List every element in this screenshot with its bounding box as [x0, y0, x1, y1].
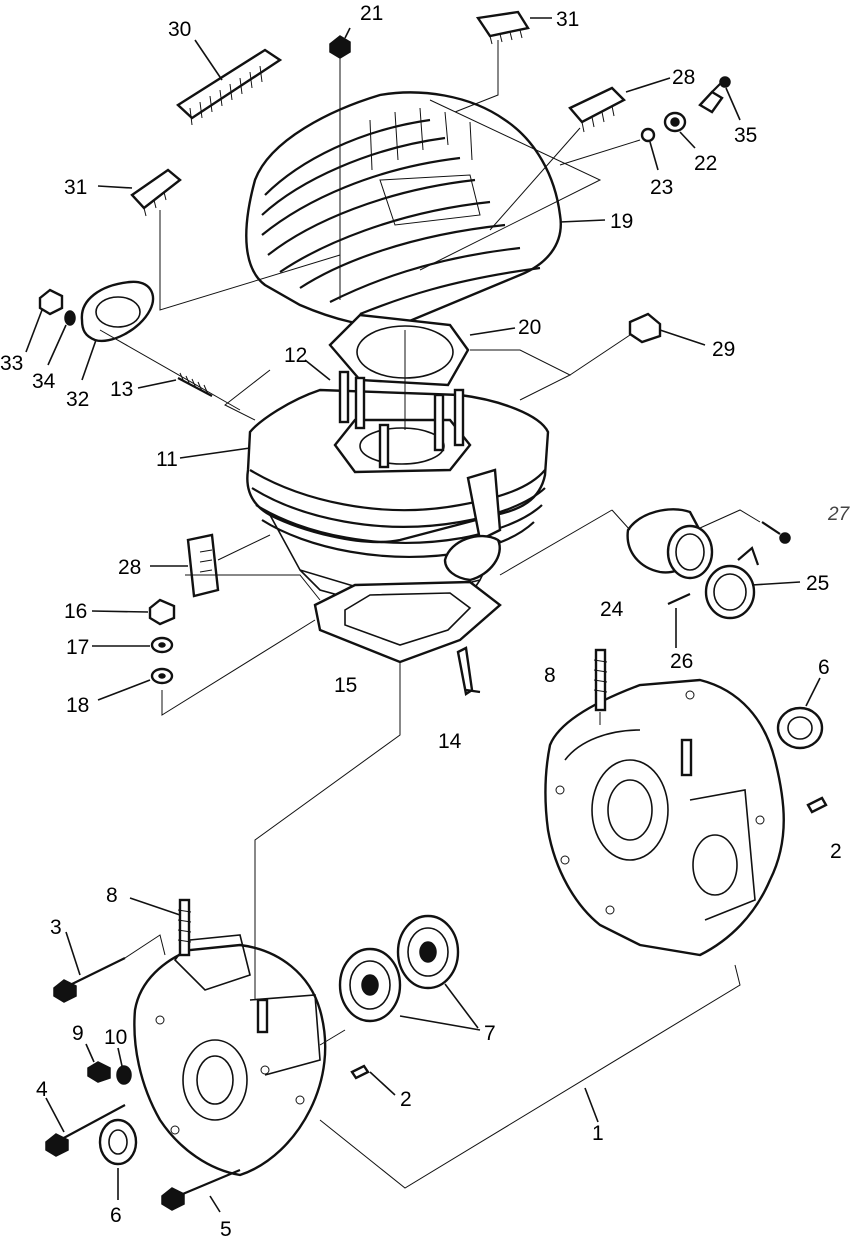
exhaust-flange-32 — [80, 280, 155, 343]
leader-lines — [25, 17, 821, 1213]
callout-2-right: 2 — [830, 840, 842, 863]
oil-seal-6-right — [776, 706, 824, 750]
callout-25: 25 — [806, 572, 829, 595]
nut-16 — [148, 598, 176, 626]
callout-12: 12 — [284, 344, 307, 367]
stud-26 — [667, 592, 691, 606]
bolt-3 — [53, 957, 126, 1003]
nut-33 — [38, 288, 64, 316]
callout-1: 1 — [592, 1122, 604, 1145]
callout-32: 32 — [66, 388, 89, 411]
callout-11: 11 — [156, 448, 178, 471]
washer-22 — [663, 111, 687, 133]
intake-manifold — [626, 508, 714, 580]
cooling-cover-31-top — [475, 10, 530, 45]
callout-13: 13 — [110, 378, 133, 401]
callout-7: 7 — [484, 1022, 496, 1045]
callout-9: 9 — [72, 1022, 84, 1045]
callout-27: 27 — [827, 504, 851, 525]
callout-16: 16 — [64, 600, 87, 623]
cylinder-head — [245, 91, 562, 328]
washer-34 — [64, 310, 76, 326]
callout-31-top: 31 — [556, 8, 579, 31]
callout-33: 33 — [0, 352, 23, 375]
callout-10: 10 — [104, 1026, 127, 1049]
dowel-2-right — [806, 796, 828, 814]
callout-3: 3 — [50, 916, 62, 939]
base-gasket — [313, 580, 502, 664]
callout-31-left: 31 — [64, 176, 87, 199]
callout-17: 17 — [66, 636, 89, 659]
bolt-9-10 — [87, 1061, 132, 1085]
callout-19: 19 — [610, 210, 633, 233]
callout-6-left: 6 — [110, 1204, 122, 1227]
callout-26: 26 — [670, 650, 693, 673]
callout-21: 21 — [360, 2, 383, 25]
cooling-cover-31-left — [130, 168, 182, 217]
callout-2-left: 2 — [400, 1088, 412, 1111]
hose-clamp — [704, 546, 760, 620]
block-29 — [628, 312, 662, 344]
oil-seal-6-left — [98, 1118, 138, 1166]
cap-21 — [329, 35, 351, 59]
callout-34: 34 — [32, 370, 56, 393]
screw-27 — [761, 521, 791, 544]
callout-22: 22 — [694, 152, 717, 175]
callout-8-right: 8 — [544, 664, 556, 687]
washer-17 — [150, 636, 174, 654]
cylinder — [246, 370, 550, 613]
callout-5: 5 — [220, 1218, 232, 1241]
bolt-4 — [45, 1104, 126, 1157]
callout-14: 14 — [438, 730, 462, 753]
callout-15: 15 — [334, 674, 357, 697]
callout-4: 4 — [36, 1078, 48, 1101]
crankcase-left — [133, 898, 327, 1177]
callout-35: 35 — [734, 124, 757, 147]
callout-29: 29 — [712, 338, 735, 361]
callout-20: 20 — [518, 316, 541, 339]
callout-6-right: 6 — [818, 656, 830, 679]
callout-23: 23 — [650, 176, 673, 199]
washer-18 — [150, 667, 174, 685]
callout-28-top: 28 — [672, 66, 695, 89]
bearing-7b — [396, 914, 460, 990]
head-gasket — [328, 313, 470, 387]
bolt-5 — [161, 1168, 241, 1211]
spark-plug-35 — [698, 76, 731, 114]
callout-18: 18 — [66, 694, 89, 717]
bearing-7a — [338, 947, 402, 1023]
callout-28-left: 28 — [118, 556, 141, 579]
washer-23 — [640, 127, 656, 143]
cooling-cover-28-top — [568, 86, 627, 133]
callout-30: 30 — [168, 18, 191, 41]
dowel-2-left — [350, 1064, 370, 1080]
callout-8-left: 8 — [106, 884, 118, 907]
cover-28-left — [186, 533, 220, 598]
callout-24: 24 — [600, 598, 624, 621]
fitting-14 — [456, 646, 481, 697]
crankcase-right — [544, 648, 785, 957]
cooling-cover-30 — [176, 48, 283, 126]
